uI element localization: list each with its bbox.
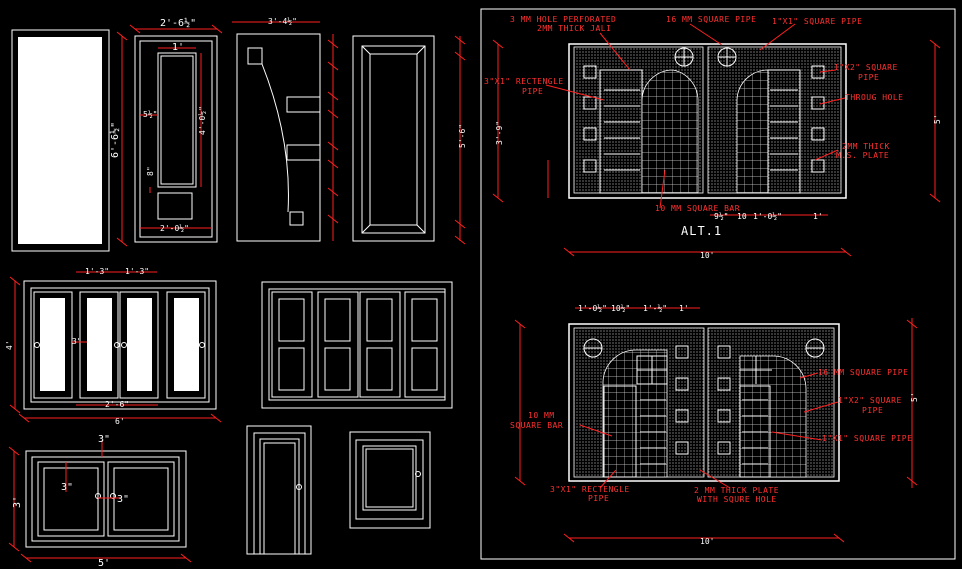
- window4-leaf-a-dim: 1'-3": [85, 267, 109, 276]
- side-gap-dim: 5½": [143, 109, 157, 119]
- panel-height-dim: 4'-0½": [197, 106, 207, 135]
- gate1-label-sq-pipe-2b: PIPE: [858, 73, 879, 82]
- gate1-sub-dim-2: 10: [737, 212, 747, 221]
- gate2-top-dim-3: 1'-½": [643, 303, 667, 313]
- gate1-label-plate: 2MM THICK: [842, 142, 890, 151]
- gate1-sub-dim-3: 1'-0½": [753, 211, 782, 221]
- door-section-profile: [232, 21, 334, 242]
- gate2-top-dim-1: 1'-0½": [578, 303, 607, 313]
- gate1-sub-dim-4: 1': [813, 212, 823, 221]
- window4-mid-dim: 2'-6": [105, 400, 129, 409]
- gate2-width-dim: 10': [700, 537, 714, 546]
- gate1-sub-dim-1: 9½": [714, 211, 728, 221]
- gate1-label-rect-pipe: 3"X1" RECTENGLE: [484, 77, 564, 86]
- profile-dimension-ticks: [327, 39, 339, 224]
- panel-door-elevation: [121, 28, 218, 243]
- profile-top-dim: 3'-4½": [268, 16, 297, 26]
- gate2-label-sq-pipe-12b: PIPE: [862, 406, 883, 415]
- gate1-left-height-dim: 3'-9": [495, 121, 504, 145]
- gate-alt2-elevation: [519, 307, 913, 539]
- gate1-title: ALT.1: [681, 224, 722, 238]
- window4-total-dim: 6': [115, 417, 125, 426]
- gate1-height-dim: 5': [933, 114, 942, 124]
- window4-inner-dim: 3": [72, 337, 82, 346]
- gate2-label-bar-2: SQUARE BAR: [510, 421, 563, 430]
- four-leaf-window: [14, 271, 217, 419]
- mid-gap-dim: 8": [146, 166, 155, 176]
- window2-top-dim: 3": [98, 434, 110, 445]
- window2-gap-dim: 3": [61, 482, 73, 493]
- gate2-label-bar: 10 MM: [528, 411, 555, 420]
- gate-sheet-border: [480, 8, 956, 560]
- gate2-top-dim-2: 10½": [611, 303, 630, 313]
- gate2-label-sq-pipe-16: 16 MM SQUARE PIPE: [818, 368, 908, 377]
- gate2-label-plate-2: WITH SQURE HOLE: [697, 495, 777, 504]
- dimension-tick-icon: [8, 24, 941, 563]
- panel-door-height-dim: 6'-6½": [109, 122, 121, 158]
- window4-height-dim: 4': [5, 340, 14, 350]
- window4-leaf-b-dim: 1'-3": [125, 267, 149, 276]
- window2-mid-dim: 3": [117, 494, 129, 505]
- panel-width-dim: 1': [172, 42, 184, 53]
- gate2-label-rect: 3"X1" RECTENGLE: [550, 485, 630, 494]
- gate1-label-sq-pipe-2: 1"X2" SQUARE: [834, 63, 898, 72]
- gate2-top-dim-4: 1': [679, 304, 689, 313]
- gate2-label-rect-2: PIPE: [588, 494, 609, 503]
- small-window-elevation: [349, 431, 431, 529]
- single-door-elevation: [246, 425, 312, 555]
- paneled-cabinet-elevation: [261, 281, 453, 409]
- gate1-label-plate-2: M.S. PLATE: [836, 151, 889, 160]
- gate2-label-sq-pipe-12: 1"X2" SQUARE: [838, 396, 902, 405]
- framed-door-height-dim: 5'-6": [458, 124, 467, 148]
- solid-door-elevation: [11, 29, 110, 252]
- gate1-label-sq-pipe-16: 16 MM SQUARE PIPE: [666, 15, 756, 24]
- gate1-label-sq-pipe: 1"X1" SQUARE PIPE: [772, 17, 862, 26]
- gate1-width-dim: 10': [700, 251, 714, 260]
- gate1-label-jali: 2MM THICK JALI: [537, 24, 611, 33]
- window2-total-dim: 5': [98, 558, 110, 569]
- bottom-width-dim: 2'-0½": [160, 223, 189, 233]
- framed-door-elevation: [352, 35, 466, 245]
- panel-door-width-dim: 2'-6½": [160, 17, 196, 29]
- gate2-label-plate: 2 MM THICK PLATE: [694, 486, 779, 495]
- gate-alt1-elevation: [497, 23, 936, 253]
- gate2-label-sq-pipe-11: 1"X1" SQUARE PIPE: [822, 434, 912, 443]
- two-leaf-window: [13, 440, 187, 559]
- gate1-label-rect-pipe-2: PIPE: [522, 87, 543, 96]
- gate1-label-through: THROUG HOLE: [845, 93, 903, 102]
- gate1-label-bar: 10 MM SQUARE BAR: [655, 204, 740, 213]
- gate1-label-hole: 3 MM HOLE PERFORATED: [510, 15, 616, 24]
- gate2-height-dim: 5': [910, 392, 919, 402]
- window2-height-dim: 3': [12, 496, 23, 508]
